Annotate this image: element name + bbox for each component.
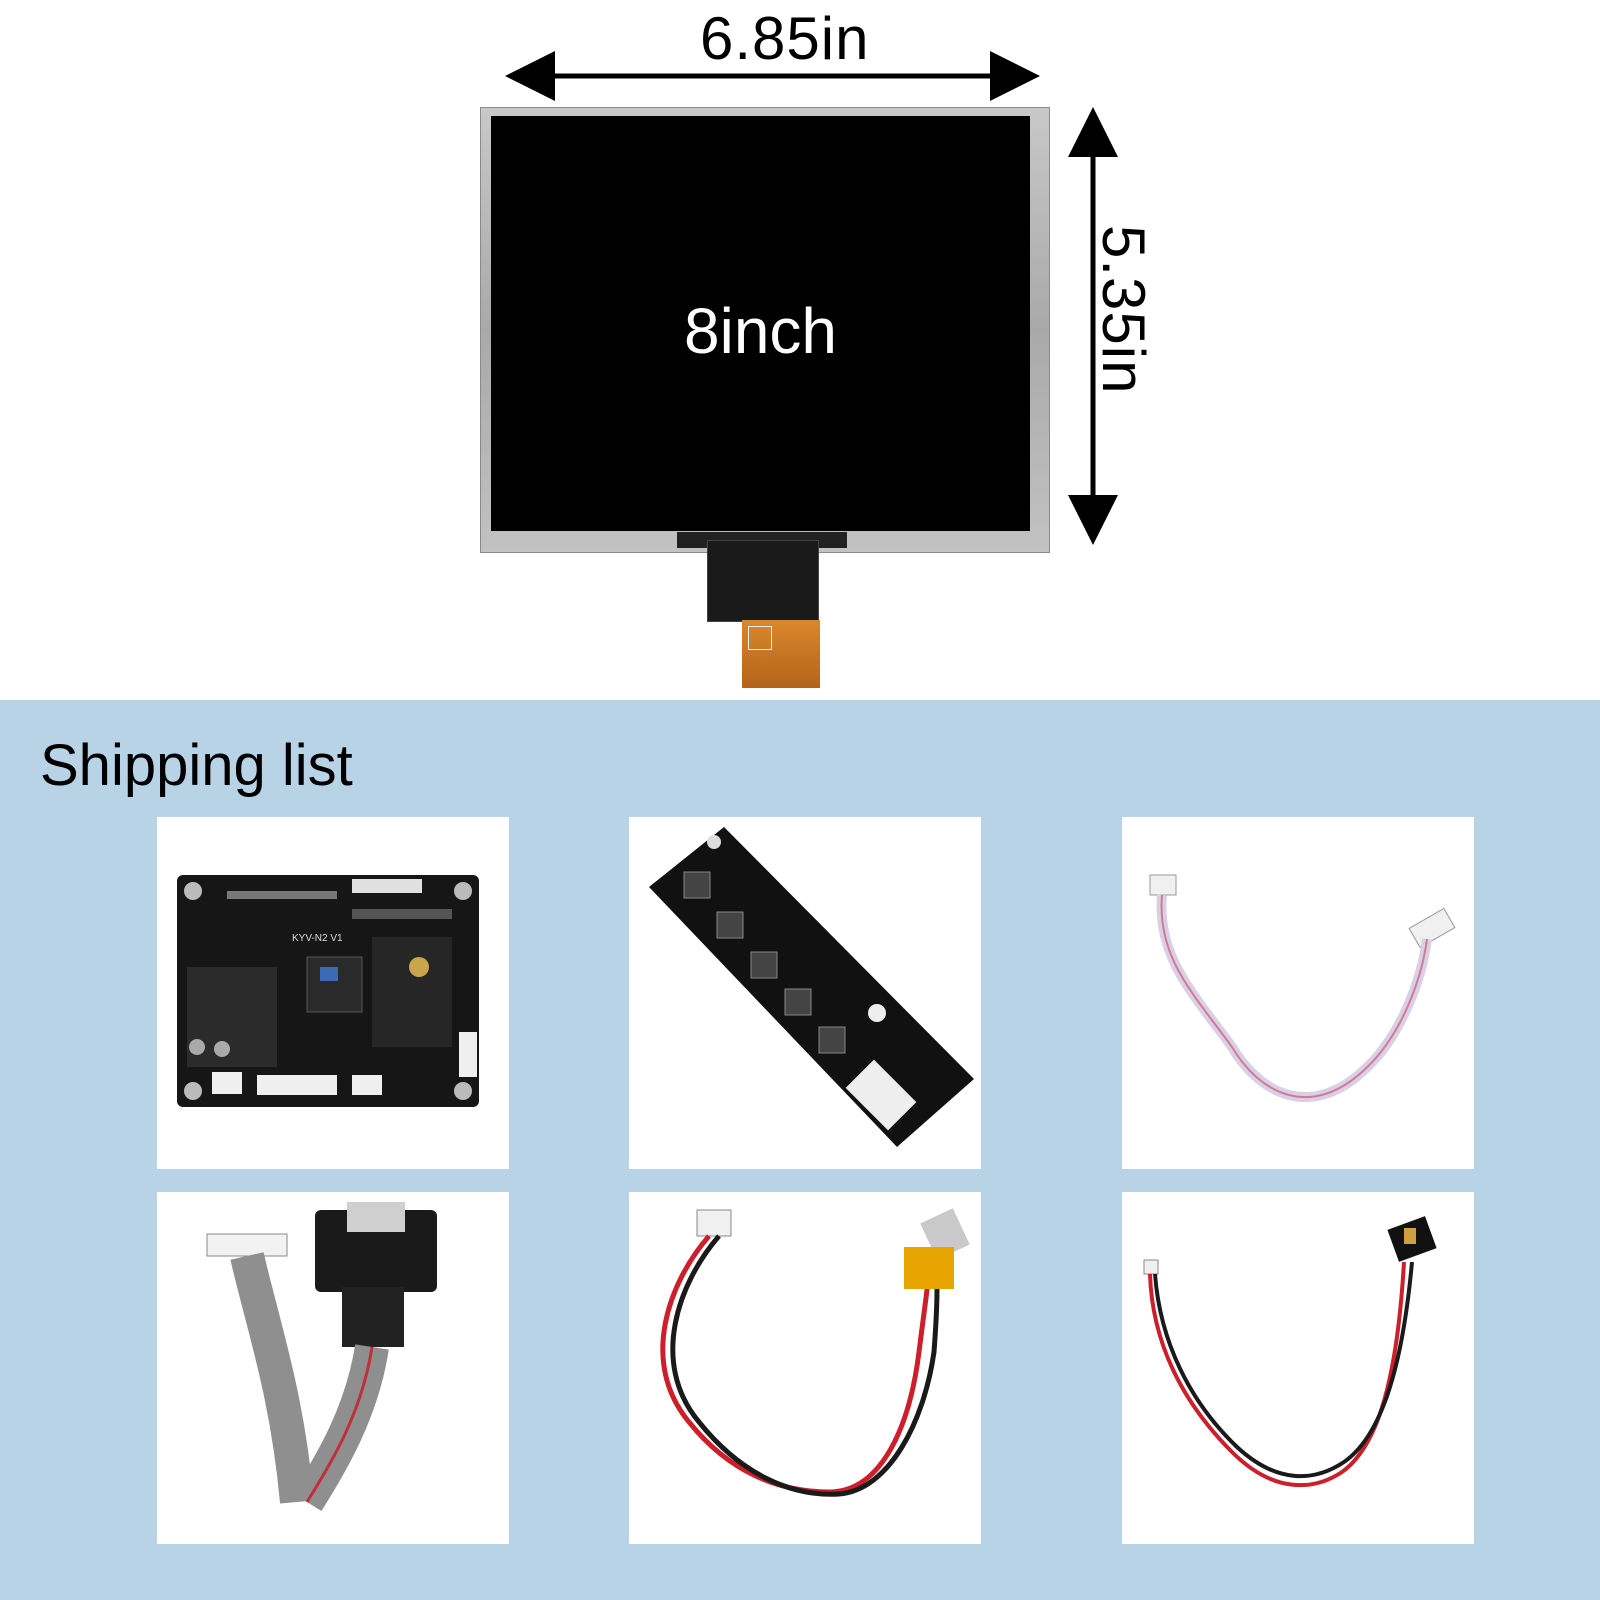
av-rca-cable-image — [660, 1208, 970, 1497]
shipping-item-driver-board: KYV-N2 V1 — [157, 817, 509, 1169]
shipping-item-vga-cable — [157, 1192, 509, 1544]
power-switch-cable-image — [1143, 1216, 1437, 1488]
screen-size-label: 8inch — [684, 295, 837, 367]
vga-cable-image — [206, 1202, 437, 1512]
width-dimension-label: 6.85in — [700, 5, 870, 72]
shipping-list-title: Shipping list — [40, 733, 353, 798]
dimension-arrows — [505, 51, 1118, 545]
shipping-item-white-ribbon-cable — [1122, 817, 1474, 1169]
flex-cable-tail — [742, 620, 820, 688]
height-dimension-label: 5.35in — [1090, 225, 1157, 395]
lcd-panel: 8inch — [480, 107, 1050, 553]
keypad-board-image — [649, 827, 974, 1147]
shipping-item-av-rca-cable — [629, 1192, 981, 1544]
flex-cable-mark — [748, 626, 772, 650]
shipping-item-power-switch-cable — [1122, 1192, 1474, 1544]
driver-board-image: KYV-N2 V1 — [177, 875, 479, 1107]
lcd-screen: 8inch — [491, 116, 1030, 531]
flex-cable — [707, 540, 819, 622]
white-ribbon-cable-image — [1149, 874, 1456, 1102]
pcb-label: KYV-N2 V1 — [292, 933, 343, 944]
shipping-item-keypad-board — [629, 817, 981, 1169]
